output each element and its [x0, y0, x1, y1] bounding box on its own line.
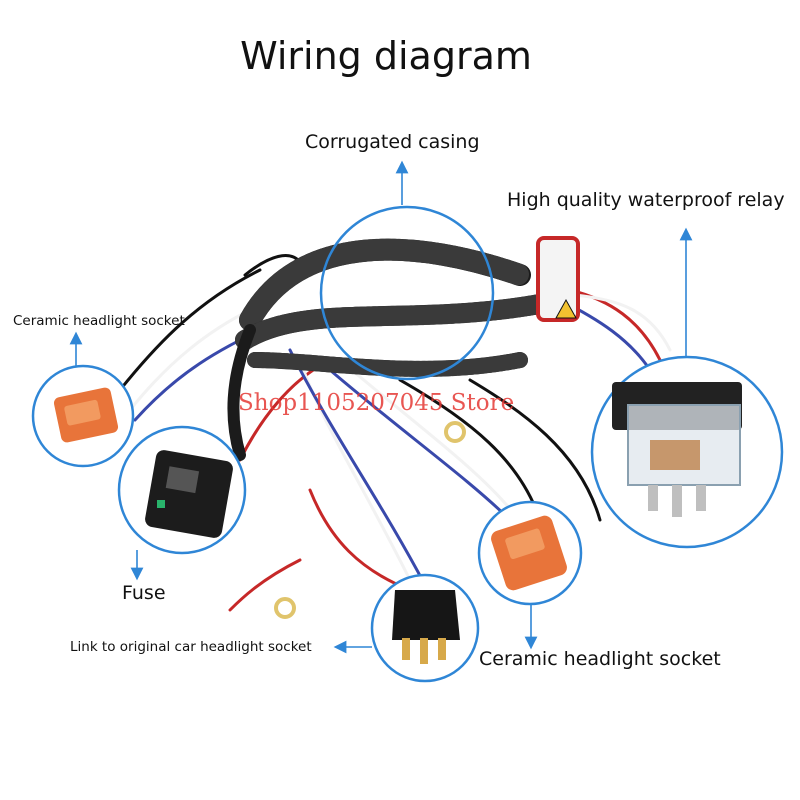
harness-wires: [118, 254, 672, 612]
diagram-title: Wiring diagram: [240, 34, 532, 78]
callout-circle-relay: [590, 355, 784, 549]
label-relay: High quality waterproof relay: [507, 189, 785, 211]
label-ceramic-socket-right: Ceramic headlight socket: [479, 648, 721, 670]
label-corrugated-casing: Corrugated casing: [305, 131, 480, 153]
h4-plug-icon: [392, 590, 460, 664]
callout-circle-fuse: [117, 425, 247, 555]
store-watermark: Shop1105207045 Store: [238, 390, 515, 416]
callout-circle-socket-right: [477, 500, 583, 606]
callout-arrows: [69, 160, 693, 654]
ceramic-socket-icon: [491, 515, 567, 591]
ceramic-socket-icon: [53, 387, 119, 443]
corrugated-casing-tube: [227, 238, 570, 461]
callout-circle-casing: [319, 205, 495, 381]
label-ceramic-socket-left: Ceramic headlight socket: [13, 313, 185, 329]
callout-circle-socket-left: [31, 364, 135, 468]
ring-terminal-icon: [274, 421, 466, 619]
relay-label-sleeve: [536, 236, 580, 322]
callout-circle-h4-plug: [370, 573, 480, 683]
relay-icon: [612, 382, 742, 517]
fuse-holder-icon: [145, 450, 233, 538]
label-link-original-socket: Link to original car headlight socket: [70, 639, 312, 655]
label-fuse: Fuse: [122, 582, 166, 604]
